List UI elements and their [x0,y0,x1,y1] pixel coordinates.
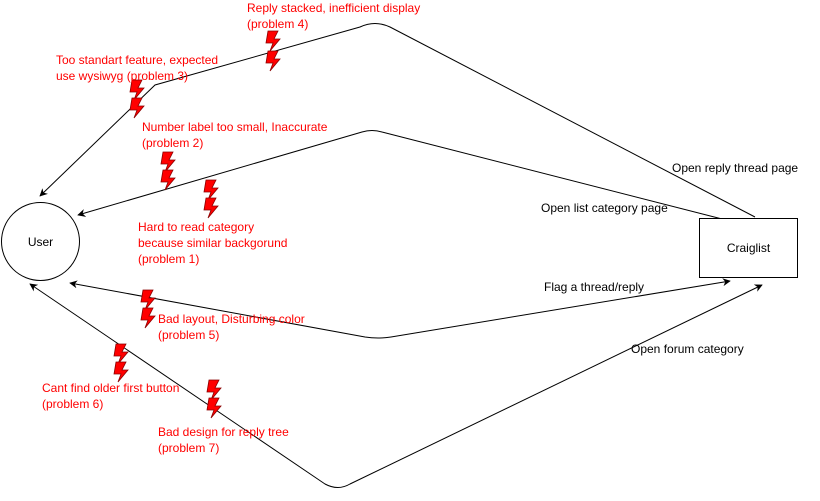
problem-1-number: (problem 1) [138,252,200,266]
lightning-bolt-icon [113,343,129,365]
lightning-bolt-icon [160,151,176,173]
problem-3-text: Too standart feature, expected [56,53,219,67]
lightning-bolt-icon [206,379,222,401]
problem-3-number: use wysiwyg (problem 3) [56,69,189,83]
problem-2-number: (problem 2) [142,136,204,150]
lightning-bolt-icon [140,307,156,329]
lightning-bolt-icon [203,179,219,201]
flow-label-forum-category: Open forum category [631,342,744,356]
problem-6-number: (problem 6) [42,397,104,411]
flow-label-flag: Flag a thread/reply [544,280,645,294]
problem-5-text: Bad layout, Disturbing color [158,312,305,326]
craiglist-node: Craiglist [699,218,798,278]
problem-7-text: Bad design for reply tree [158,425,289,439]
edge-reply-thread [39,23,756,218]
problem-2-text: Number label too small, Inaccurate [142,120,328,134]
edge-list-category [77,130,727,221]
problem-4-number: (problem 4) [247,17,309,31]
problem-5-label: Bad layout, Disturbing color (problem 5) [158,311,305,343]
flow-label-list-category: Open list category page [541,201,668,215]
problem-4-text: Reply stacked, inefficient display [247,1,421,15]
problem-5-number: (problem 5) [158,328,220,342]
flow-label-reply-thread: Open reply thread page [672,161,799,175]
problem-6-text: Cant find older first button [42,381,180,395]
edge-flag [69,278,731,339]
user-node-label: User [27,234,54,249]
user-node: User [1,202,80,281]
problem-1-text: Hard to read category [138,220,255,234]
lightning-bolt-icon [265,30,281,52]
problem-4-label: Reply stacked, inefficient display (prob… [247,0,420,32]
problem-6-label: Cant find older first button (problem 6) [42,380,179,412]
lightning-bolt-icon [203,197,219,219]
lightning-bolt-icon [140,289,156,311]
craiglist-node-label: Craiglist [726,241,771,255]
problem-1-label: Hard to read category because similar ba… [138,219,287,267]
lightning-bolt-icon [129,97,145,119]
problem-1-text-2: because similar backgorund [138,236,288,250]
problem-7-number: (problem 7) [158,441,220,455]
problem-3-label: Too standart feature, expected use wysiw… [56,52,218,84]
problem-2-label: Number label too small, Inaccurate (prob… [142,119,327,151]
lightning-bolt-icon [113,361,129,383]
lightning-bolt-icon [265,50,281,72]
edge-forum-category [29,283,763,488]
problem-7-label: Bad design for reply tree (problem 7) [158,424,289,456]
lightning-bolt-icon [206,397,222,419]
